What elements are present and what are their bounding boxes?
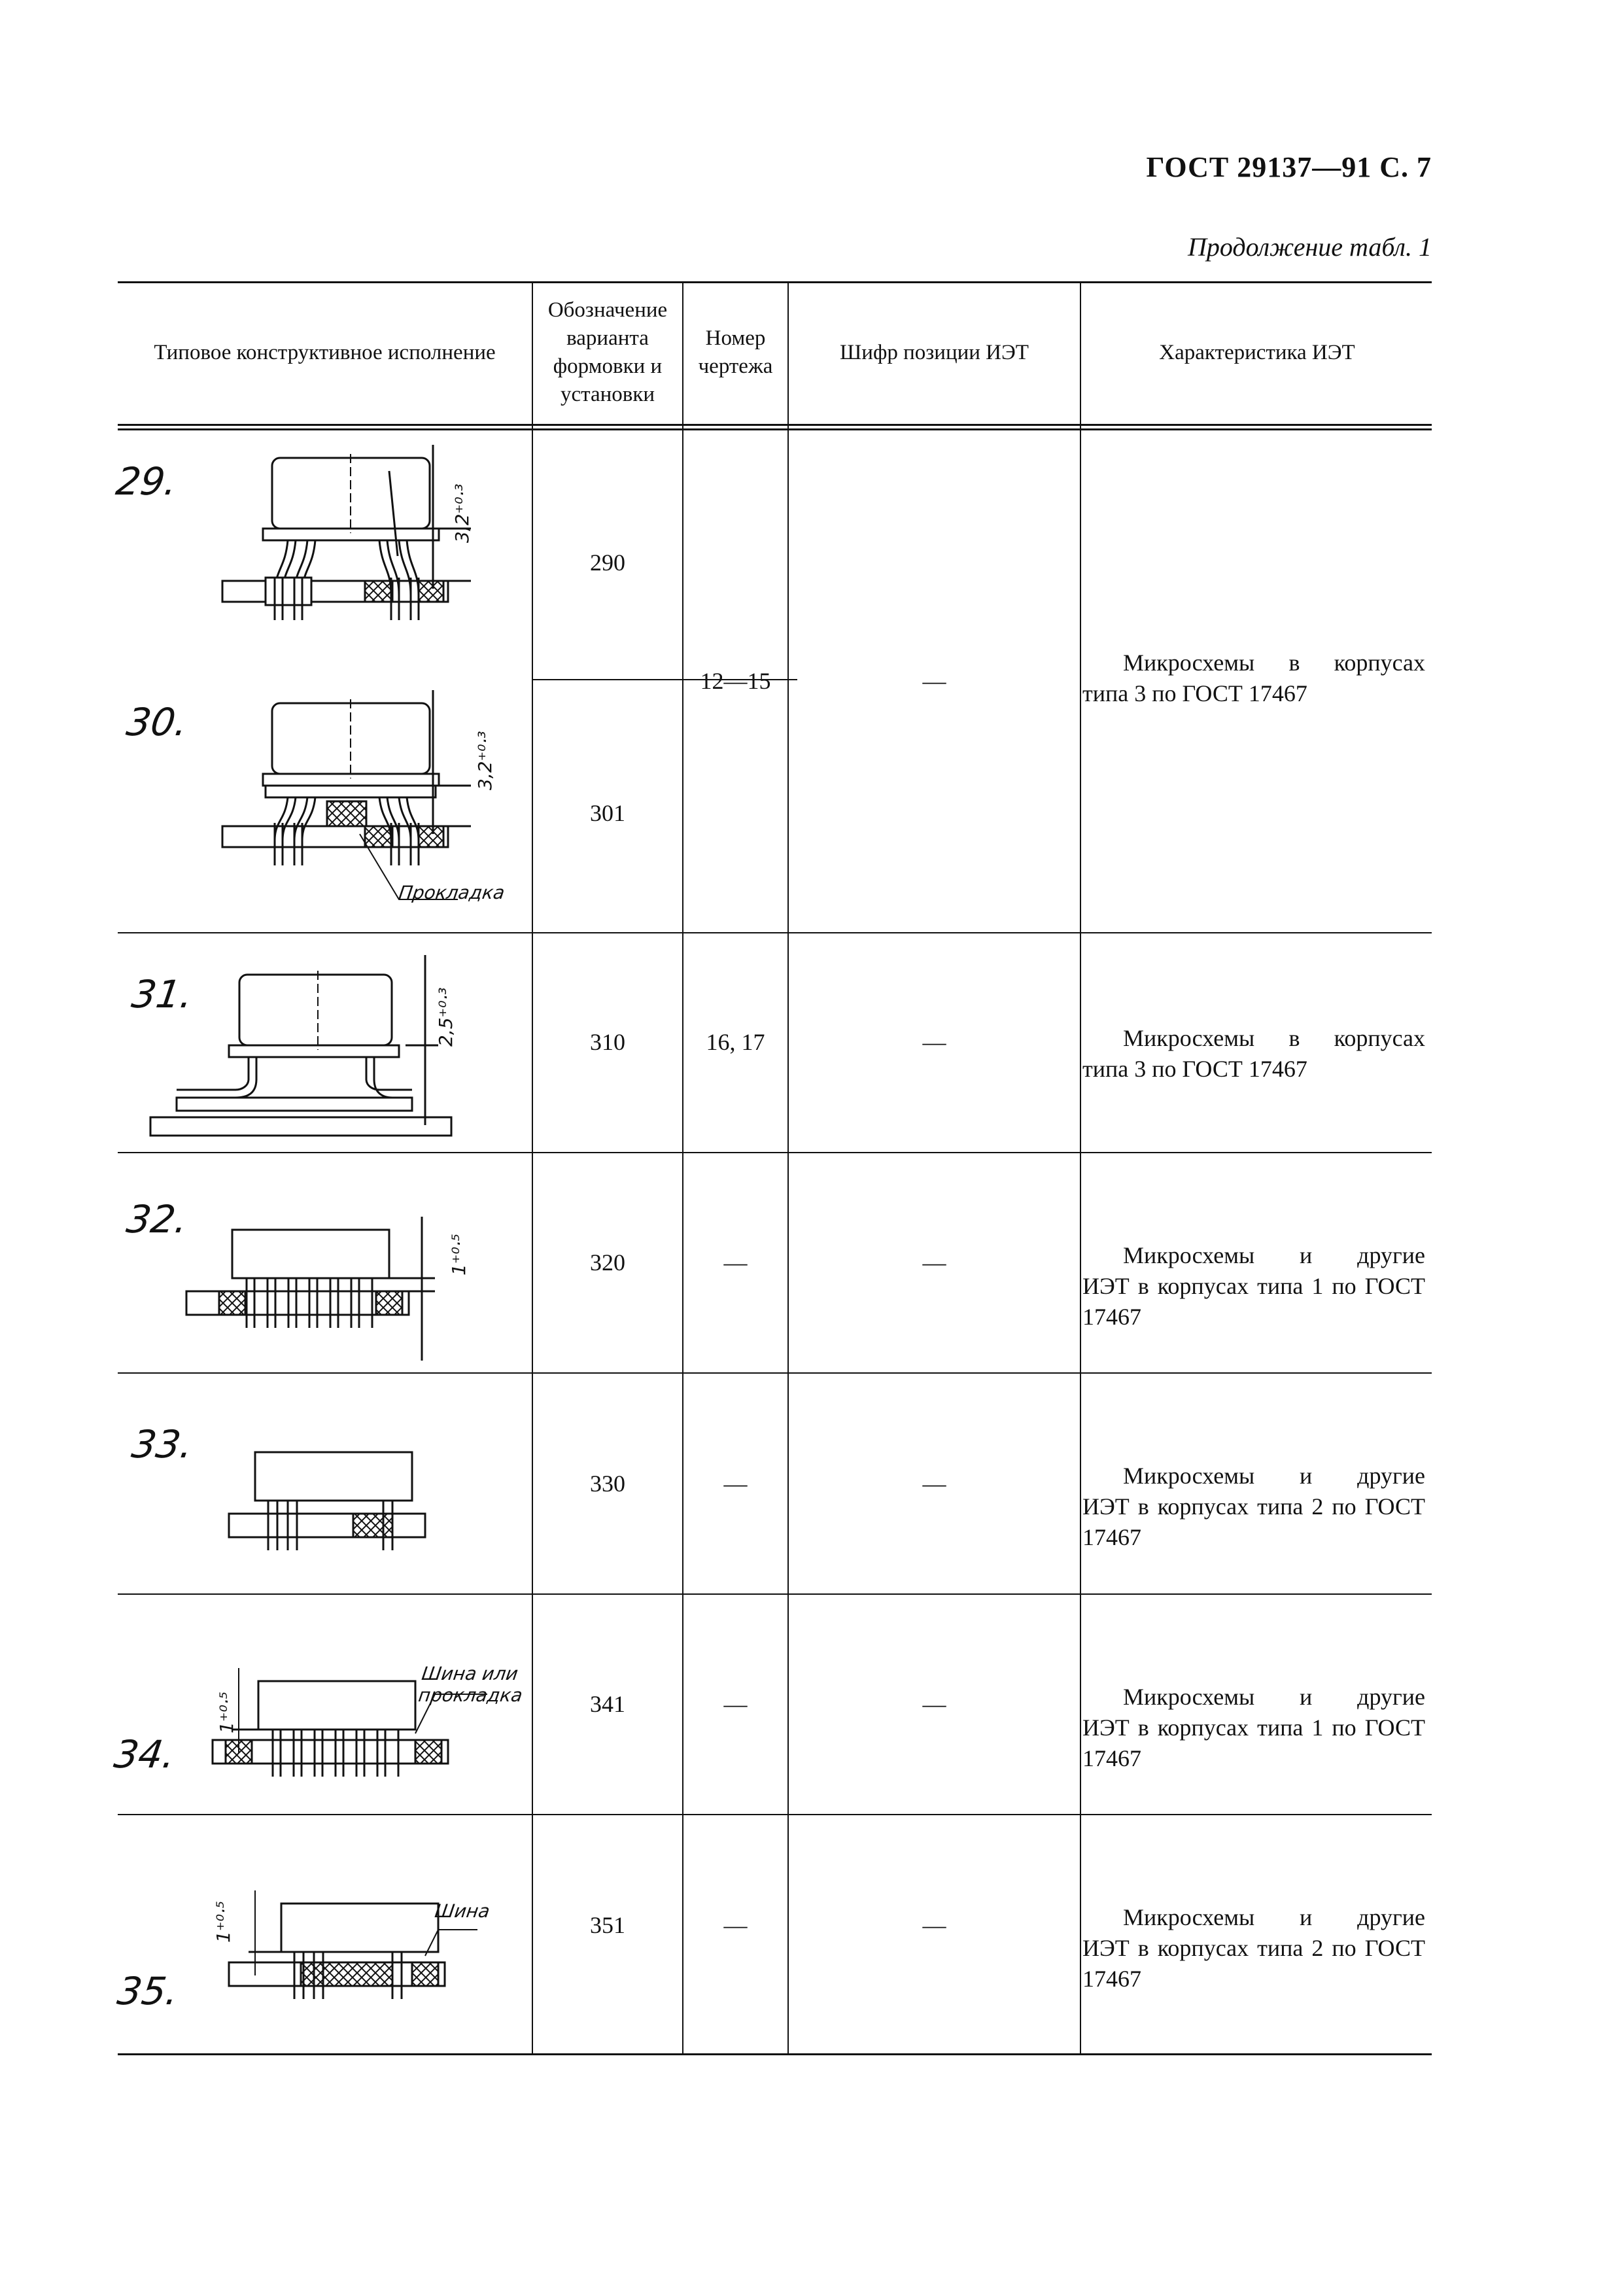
characteristic-line-1: Микросхемы в корпусах [1123,650,1425,676]
characteristic-row-35: Микросхемы и другие ИЭТ в корпусах типа … [1082,1902,1425,1994]
header-double-rule-1 [118,424,1432,426]
row-number-30: 30. [124,700,191,744]
drawing-number-row-32: — [723,1249,748,1276]
variant-code-320: 320 [590,1249,625,1276]
characteristic-line-1: Микросхемы и другие [1123,1684,1425,1710]
drawing-number-12-15: 12—15 [700,668,771,694]
col-divider-3 [787,281,789,2055]
variant-code-301: 301 [590,800,625,826]
table-bottom-rule [118,2053,1432,2055]
drawing-29 [221,445,471,620]
cipher-row-31: — [922,1029,946,1055]
row-rule-34 [118,1593,1432,1595]
column-header-design: Типовое конструктивное исполнение [154,340,496,364]
cipher-row-34: — [922,1691,946,1717]
col-divider-2 [682,281,683,2055]
bus-label-35: Шина [433,1900,491,1922]
row-rule-32 [118,1152,1432,1153]
characteristic-line-1: Микросхемы и другие [1123,1904,1425,1930]
header-double-rule-2 [118,428,1432,430]
characteristic-row-32: Микросхемы и другие ИЭТ в корпусах типа … [1082,1240,1425,1332]
drawing-31 [149,955,453,1137]
col-divider-1 [532,281,533,2055]
specification-table: Типовое конструктивное исполнение Обозна… [111,281,1432,2055]
table-top-rule [118,281,1432,283]
gasket-label-30: Прокладка [397,882,506,903]
bus-or-gasket-label-34-line1: Шина или [420,1663,520,1684]
cipher-rows-29-30: — [922,668,946,694]
drawing-number-row-34: — [723,1691,748,1717]
drawing-33 [228,1451,426,1550]
cipher-row-35: — [922,1912,946,1938]
characteristic-row-34: Микросхемы и другие ИЭТ в корпусах типа … [1082,1682,1425,1773]
col-divider-4 [1080,281,1081,2055]
drawing-30 [221,690,471,900]
row-number-32: 32. [124,1197,191,1242]
column-header-drawing: Номер чертежа [698,326,773,378]
characteristic-row-31: Микросхемы в корпусах типа 3 по ГОСТ 174… [1082,1023,1425,1085]
row-rule-29-30 [533,679,797,680]
variant-code-351: 351 [590,1912,625,1938]
characteristic-rest: ИЭТ в корпусах типа 2 по ГОСТ 17467 [1082,1934,1425,1992]
drawing-32 [185,1217,435,1361]
variant-code-290: 290 [590,549,625,576]
dimension-label-31: 2,5⁺⁰·³ [435,987,457,1047]
variant-code-310: 310 [590,1029,625,1055]
drawing-35 [228,1890,477,1999]
characteristic-line-1: Микросхемы в корпусах [1123,1025,1425,1051]
drawing-34 [211,1668,487,1777]
drawing-number-row-35: — [723,1912,748,1938]
row-rule-35 [118,1814,1432,1815]
characteristic-rest: ИЭТ в корпусах типа 2 по ГОСТ 17467 [1082,1493,1425,1550]
row-number-35: 35. [114,1969,182,2013]
characteristic-rest: ИЭТ в корпусах типа 1 по ГОСТ 17467 [1082,1272,1425,1330]
column-header-variant: Обозначение варианта формовки и установк… [547,298,668,406]
column-header-cipher: Шифр позиции ИЭТ [840,340,1029,364]
dimension-label-30: 3,2⁺⁰·³ [474,731,496,790]
characteristic-rest: типа 3 по ГОСТ 17467 [1082,680,1307,706]
dimension-label-35: 1⁺⁰·⁵ [213,1901,234,1943]
bus-or-gasket-label-34-line2: прокладка [417,1684,524,1706]
variant-code-330: 330 [590,1470,625,1497]
row-rule-33 [118,1372,1432,1374]
characteristic-row-33: Микросхемы и другие ИЭТ в корпусах типа … [1082,1461,1425,1552]
characteristic-rest: ИЭТ в корпусах типа 1 по ГОСТ 17467 [1082,1714,1425,1771]
drawing-number-row-33: — [723,1470,748,1497]
row-rule-31 [118,932,1432,933]
dimension-label-32: 1⁺⁰·⁵ [448,1234,470,1276]
variant-code-341: 341 [590,1691,625,1717]
characteristic-line-1: Микросхемы и другие [1123,1242,1425,1268]
characteristic-rows-29-30: Микросхемы в корпусах типа 3 по ГОСТ 174… [1082,648,1425,709]
characteristic-line-1: Микросхемы и другие [1123,1463,1425,1489]
page-header: ГОСТ 29137—91 С. 7 [1146,151,1432,183]
characteristic-rest: типа 3 по ГОСТ 17467 [1082,1055,1307,1082]
row-number-34: 34. [111,1732,179,1777]
continuation-note: Продолжение табл. 1 [1187,232,1432,262]
column-header-characteristic: Характеристика ИЭТ [1159,340,1355,364]
dimension-label-34: 1⁺⁰·⁵ [216,1692,237,1733]
cipher-row-33: — [922,1470,946,1497]
row-number-33: 33. [129,1422,196,1467]
cipher-row-32: — [922,1249,946,1276]
dimension-label-29: 3,2⁺⁰·³ [451,483,473,543]
row-number-29: 29. [113,459,181,504]
drawing-number-row-31: 16, 17 [706,1029,765,1055]
